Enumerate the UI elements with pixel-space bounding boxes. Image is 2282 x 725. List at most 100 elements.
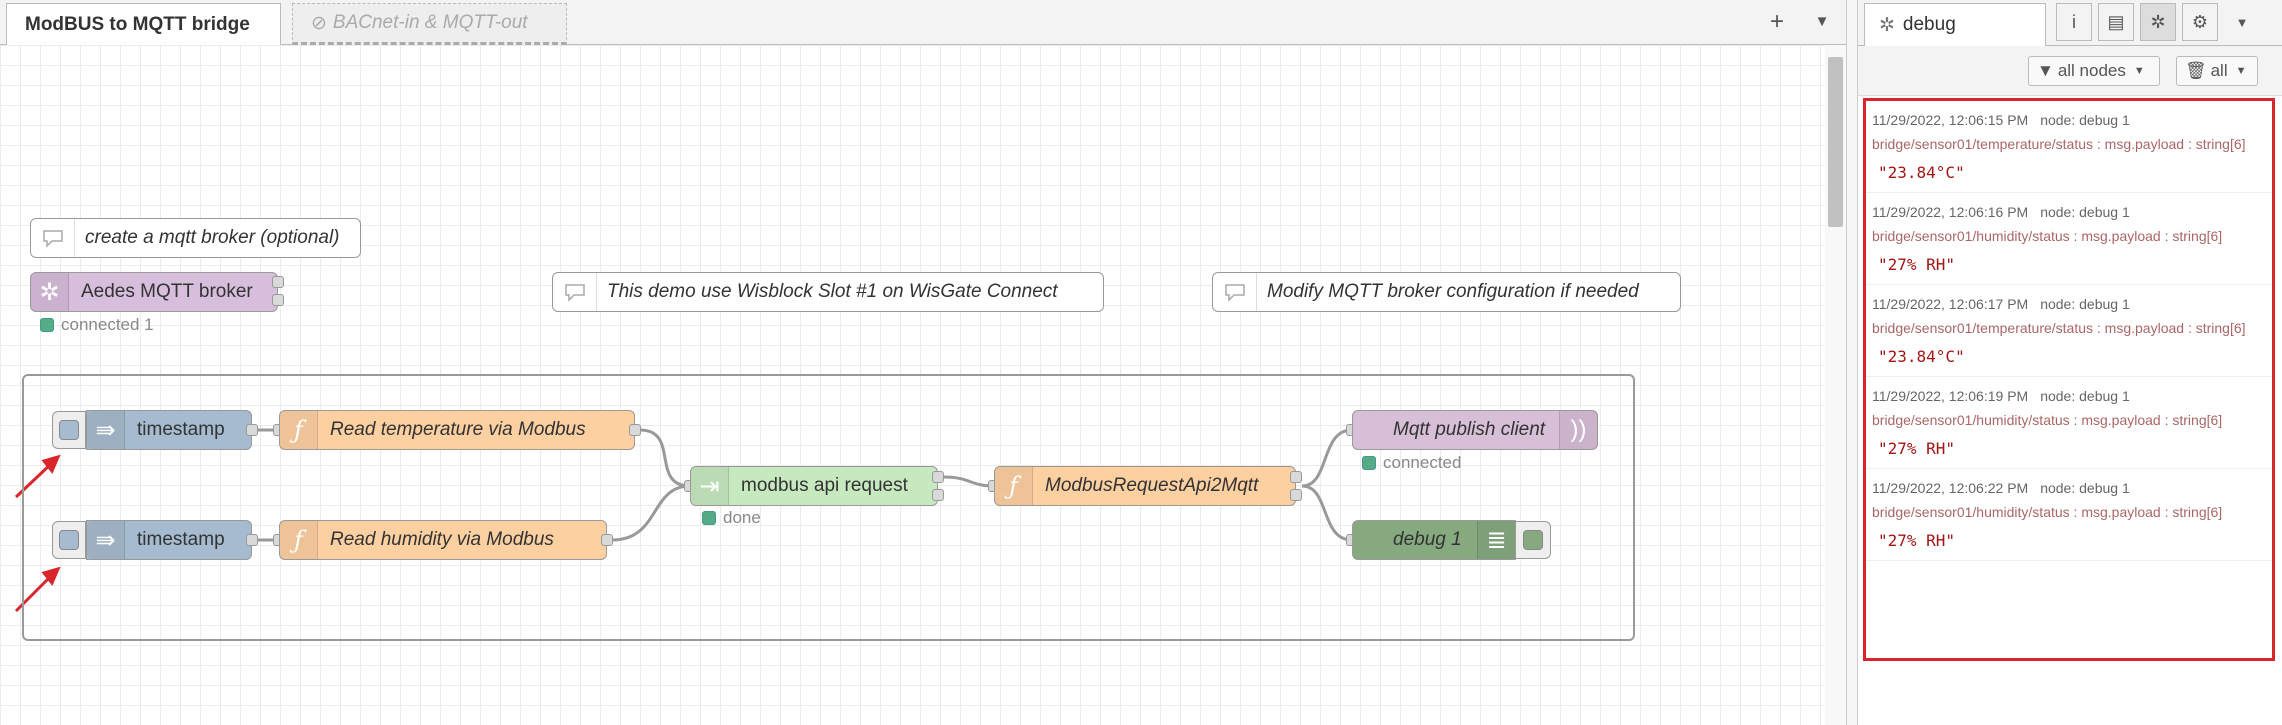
output-port[interactable] (1290, 471, 1302, 483)
node-label: Read temperature via Modbus (330, 419, 586, 440)
clear-messages-button[interactable]: 🗑 all ▼ (2176, 56, 2258, 86)
message-topic: bridge/sensor01/humidity/status : msg.pa… (1872, 228, 2223, 244)
debug-toggle-button[interactable] (1515, 521, 1551, 559)
node-modbus-request-api-2-mqtt[interactable]: ƒ ModbusRequestApi2Mqtt (994, 466, 1296, 506)
message-time: 11/29/2022, 12:06:19 PM (1872, 388, 2029, 404)
wire (1301, 428, 1353, 488)
filter-nodes-button[interactable]: ▼ all nodes ▼ (2028, 56, 2160, 86)
node-timestamp-2[interactable]: ⇛ timestamp (86, 520, 252, 560)
bug-icon[interactable]: ✲ (2140, 3, 2176, 41)
debug-message[interactable]: 11/29/2022, 12:06:15 PM node: debug 1 bri… (1866, 101, 2272, 193)
message-node[interactable]: node: debug 1 (2040, 112, 2130, 128)
comment-icon (553, 273, 597, 311)
output-port[interactable] (932, 489, 944, 501)
http-request-icon: ⇥ (691, 467, 729, 505)
node-label: Mqtt publish client (1393, 419, 1546, 440)
flow-canvas[interactable]: create a mqtt broker (optional) This dem… (0, 45, 1825, 725)
inject-button[interactable] (52, 411, 86, 449)
flow-group[interactable] (22, 374, 1635, 641)
gear-icon[interactable]: ⚙ (2182, 3, 2218, 41)
node-read-temperature[interactable]: ƒ Read temperature via Modbus (279, 410, 635, 450)
message-value[interactable]: "27% RH" (1878, 531, 1956, 550)
node-label: Aedes MQTT broker (81, 281, 253, 302)
output-port[interactable] (932, 471, 944, 483)
caret-down-icon[interactable]: ▼ (1814, 13, 1830, 30)
inject-arrow-icon: ⇛ (87, 411, 125, 449)
caret-down-icon: ▼ (2235, 65, 2247, 77)
function-icon: ƒ (280, 411, 318, 449)
output-port[interactable] (1290, 489, 1302, 501)
node-debug-1[interactable]: debug 1 ≣ (1352, 520, 1516, 560)
output-port[interactable] (601, 534, 613, 546)
scrollbar-thumb[interactable] (1828, 57, 1843, 227)
inject-button[interactable] (52, 521, 86, 559)
message-time: 11/29/2022, 12:06:22 PM (1872, 480, 2029, 496)
node-status: done (702, 508, 761, 528)
message-time: 11/29/2022, 12:06:15 PM (1872, 112, 2029, 128)
debug-toolbar: ▼ all nodes ▼ 🗑 all ▼ (1858, 46, 2282, 96)
canvas-vertical-scrollbar[interactable] (1825, 45, 1846, 725)
node-timestamp-1[interactable]: ⇛ timestamp (86, 410, 252, 450)
message-value[interactable]: "23.84°C" (1878, 347, 1965, 366)
caret-down-icon[interactable]: ▼ (2235, 14, 2249, 30)
message-node[interactable]: node: debug 1 (2040, 388, 2130, 404)
function-icon: ƒ (995, 467, 1033, 505)
function-icon: ƒ (280, 521, 318, 559)
status-dot (1362, 456, 1376, 470)
debug-list-icon: ≣ (1477, 521, 1515, 559)
status-text: connected (1383, 453, 1462, 472)
status-dot (702, 511, 716, 525)
bug-icon: ✲ (1879, 14, 1895, 36)
plus-icon[interactable]: + (1769, 8, 1784, 35)
sidebar-splitter[interactable] (1846, 0, 1858, 725)
output-port[interactable] (246, 424, 258, 436)
broker-icon: ✲ (31, 273, 69, 311)
node-aedes-mqtt-broker[interactable]: ✲ Aedes MQTT broker (30, 272, 278, 312)
node-mqtt-publish-client[interactable]: Mqtt publish client )) (1352, 410, 1598, 450)
comment-modify-broker[interactable]: Modify MQTT broker configuration if need… (1212, 272, 1681, 312)
status-text: done (723, 508, 761, 527)
message-node[interactable]: node: debug 1 (2040, 204, 2130, 220)
trash-icon: 🗑 (2185, 61, 2207, 80)
debug-message-list[interactable]: 11/29/2022, 12:06:15 PM node: debug 1 bri… (1863, 98, 2275, 661)
comment-label: Modify MQTT broker configuration if need… (1267, 281, 1639, 302)
output-port[interactable] (272, 276, 284, 288)
book-icon[interactable]: ▤ (2098, 3, 2134, 41)
message-node[interactable]: node: debug 1 (2040, 480, 2130, 496)
sidebar: ✲ debug i ▤ ✲ ⚙ ▼ ▼ all nodes ▼ 🗑 all ▼ … (1858, 0, 2282, 725)
tab-modbus-to-mqtt-bridge[interactable]: ModBUS to MQTT bridge (6, 3, 281, 46)
debug-message[interactable]: 11/29/2022, 12:06:22 PM node: debug 1 bri… (1866, 469, 2272, 561)
node-modbus-api-request[interactable]: ⇥ modbus api request (690, 466, 938, 506)
message-node[interactable]: node: debug 1 (2040, 296, 2130, 312)
node-label: debug 1 (1393, 529, 1462, 550)
info-icon[interactable]: i (2056, 3, 2092, 41)
tab-bacnet-in-mqtt-out[interactable]: ⊘ BACnet-in & MQTT-out (292, 3, 567, 45)
clear-label: all (2210, 61, 2228, 80)
comment-mqtt-broker-optional[interactable]: create a mqtt broker (optional) (30, 218, 361, 258)
tab-debug[interactable]: ✲ debug (1864, 3, 2046, 46)
comment-wisblock-slot[interactable]: This demo use Wisblock Slot #1 on WisGat… (552, 272, 1104, 312)
wire (1301, 484, 1353, 542)
output-port[interactable] (629, 424, 641, 436)
annotation-arrowhead (41, 566, 61, 586)
message-value[interactable]: "27% RH" (1878, 439, 1956, 458)
comment-icon (1213, 273, 1257, 311)
caret-down-icon: ▼ (2133, 65, 2145, 77)
output-port[interactable] (272, 294, 284, 306)
node-label: Read humidity via Modbus (330, 529, 554, 550)
output-port[interactable] (246, 534, 258, 546)
filter-label: all nodes (2057, 61, 2126, 80)
node-status: connected (1362, 453, 1461, 473)
message-time: 11/29/2022, 12:06:17 PM (1872, 296, 2029, 312)
message-topic: bridge/sensor01/temperature/status : msg… (1872, 136, 2246, 152)
wire (611, 484, 691, 542)
message-value[interactable]: "27% RH" (1878, 255, 1956, 274)
message-topic: bridge/sensor01/humidity/status : msg.pa… (1872, 504, 2223, 520)
node-read-humidity[interactable]: ƒ Read humidity via Modbus (279, 520, 607, 560)
mqtt-wifi-icon: )) (1559, 411, 1597, 449)
message-value[interactable]: "23.84°C" (1878, 163, 1965, 182)
disabled-icon: ⊘ (311, 12, 327, 34)
